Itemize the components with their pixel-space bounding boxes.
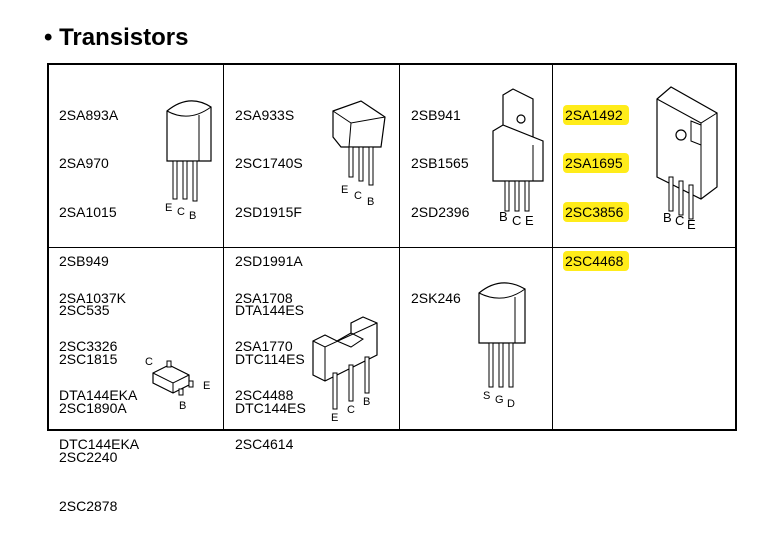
part-number: DTC114ES xyxy=(235,351,305,368)
part-number-highlighted: 2SA1492 xyxy=(563,104,629,125)
part-number-list: 2SA933S 2SC1740S 2SD1915F 2SD1991A DTA14… xyxy=(235,74,306,449)
part-number: DTC144EKA xyxy=(59,436,140,453)
section-heading: • Transistors xyxy=(44,24,189,51)
part-number: 2SB1565 xyxy=(411,155,469,172)
pin-label: B xyxy=(363,396,370,408)
part-number: 2SC1815 xyxy=(59,351,118,368)
pin-label: C xyxy=(675,213,684,228)
jfet-package-drawing: S G D xyxy=(478,282,526,410)
pin-label: B xyxy=(499,209,508,224)
pin-label: E xyxy=(203,380,210,392)
to92-package-drawing: E C B xyxy=(165,100,212,222)
part-number: 2SC1740S xyxy=(235,155,303,172)
part-number-highlighted: 2SC4468 xyxy=(563,251,630,272)
part-number: 2SA1708 xyxy=(235,289,293,306)
pin-label: E xyxy=(687,217,696,232)
pin-label: C xyxy=(177,206,185,218)
part-number-list: 2SA1037K 2SC3326 DTA144EKA DTC144EKA xyxy=(59,257,139,485)
pin-label: B xyxy=(189,210,196,222)
pin-label: S xyxy=(483,390,490,402)
part-number: 2SA893A xyxy=(59,106,119,123)
part-number: 2SD1991A xyxy=(235,253,303,270)
pin-label: B xyxy=(367,196,374,208)
part-number: 2SC535 xyxy=(59,302,110,319)
pin-label: C xyxy=(347,404,355,416)
part-number: 2SC3326 xyxy=(59,338,118,355)
to92s-package-drawing: E C B xyxy=(332,100,386,208)
part-number: 2SK246 xyxy=(411,289,461,306)
part-number: 2SB941 xyxy=(411,106,461,123)
part-number: 2SD1915F xyxy=(235,204,302,221)
part-number-list: 2SA1708 2SA1770 2SC4488 2SC4614 xyxy=(235,257,293,485)
pin-label: C xyxy=(354,190,362,202)
pin-label: C xyxy=(145,356,153,368)
pin-label: E xyxy=(165,202,172,214)
part-number: DTA144ES xyxy=(235,302,304,319)
power-mold-package-drawing: E C B xyxy=(312,316,378,424)
part-number: 2SA933S xyxy=(235,106,295,123)
part-number-list: 2SA1492 2SA1695 2SC3856 2SC4468 xyxy=(563,74,630,302)
part-number-list: 2SB941 2SB1565 2SD2396 xyxy=(411,74,469,253)
part-number: DTC144ES xyxy=(235,399,306,416)
pin-label: B xyxy=(179,400,186,412)
part-number-list: 2SK246 xyxy=(411,257,461,338)
part-number: DTA144EKA xyxy=(59,387,138,404)
transistor-table: 2SA893A 2SA970 2SA1015 2SB949 2SC535 2SC… xyxy=(47,63,737,514)
part-number: 2SA970 xyxy=(59,155,109,172)
to220-package-drawing: B C E xyxy=(492,88,544,228)
pin-label: E xyxy=(341,184,348,196)
pin-label: E xyxy=(525,213,534,228)
pin-label: C xyxy=(512,213,521,228)
part-number-highlighted: 2SA1695 xyxy=(563,153,629,174)
part-number: 2SB949 xyxy=(59,253,109,270)
pin-label: B xyxy=(663,210,672,225)
part-number: 2SC4614 xyxy=(235,436,294,453)
part-number: 2SC1890A xyxy=(59,399,127,416)
part-number: 2SC2878 xyxy=(59,497,118,514)
smd-package-drawing: C E B xyxy=(145,356,210,412)
to3p-package-drawing: B C E xyxy=(656,86,718,232)
part-number: 2SA1770 xyxy=(235,338,293,355)
pin-label: G xyxy=(495,394,504,406)
part-number: 2SA1015 xyxy=(59,204,117,221)
part-number: 2SD2396 xyxy=(411,204,470,221)
pin-label: D xyxy=(507,398,515,410)
pin-label: E xyxy=(331,412,338,424)
row-divider xyxy=(49,247,735,248)
part-number: 2SA1037K xyxy=(59,289,126,306)
part-number: 2SC4488 xyxy=(235,387,294,404)
part-number-highlighted: 2SC3856 xyxy=(563,202,630,223)
